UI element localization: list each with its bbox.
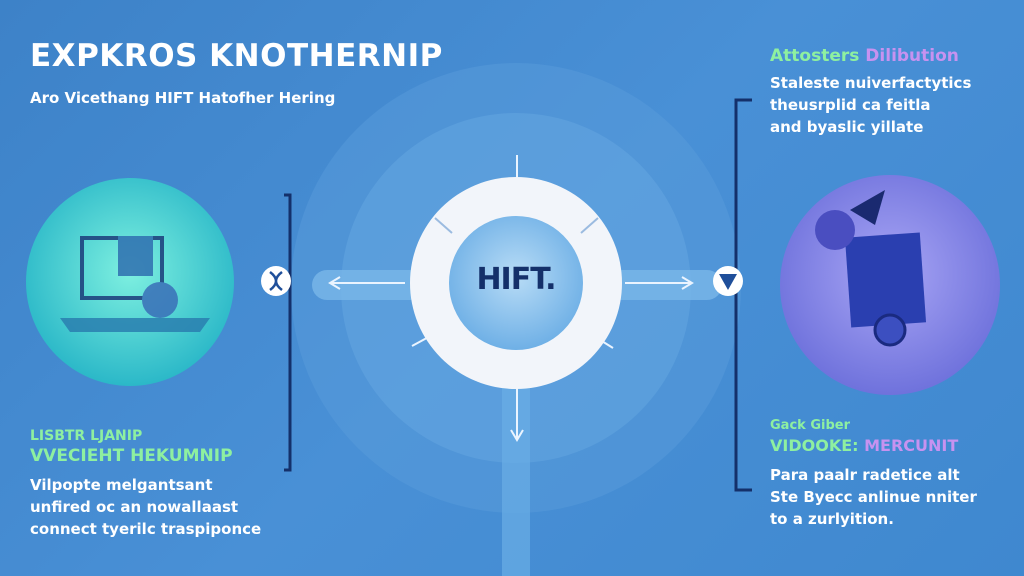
left-body-line: unfired oc an nowallaast: [30, 498, 239, 516]
hub-inner: [449, 216, 583, 350]
page-subtitle: Aro Vicethang HIFT Hatofher Hering: [30, 89, 336, 107]
right-top-label-purple: Dilibution: [865, 46, 959, 66]
right-bottom-label-1: Gack Giber: [770, 418, 850, 433]
right-bottom-body-line: to a zurlyition.: [770, 510, 894, 528]
right-top-label-green: Attosters: [770, 46, 860, 66]
dna-badge-icon: [261, 266, 291, 296]
right-top-body-line: and byaslic yillate: [770, 118, 924, 136]
left-panel: LISBTR LJANIP VVECIEHT HEKUMNIP Vilpopte…: [30, 426, 261, 540]
left-body-line: connect tyerilc traspiponce: [30, 520, 262, 538]
right-bottom-label-green: VIDOOKE:: [770, 436, 859, 455]
divider-lines: [284, 98, 752, 492]
left-label-1: LISBTR LJANIP: [30, 428, 143, 444]
left-illustration-circle: [26, 178, 234, 386]
right-top-body-line: Staleste nuiverfactytics: [770, 74, 972, 92]
right-bottom-label-purple: MERCUNIT: [864, 436, 959, 455]
right-bottom-panel: Gack Giber VIDOOKE: MERCUNIT Para paalr …: [770, 416, 977, 530]
left-body-line: Vilpopte melgantsant: [30, 476, 213, 494]
shield-badge-icon: [713, 266, 743, 296]
page-title: EXPKROS KNOTHERNIP: [30, 38, 443, 74]
left-label-2: VVECIEHT HEKUMNIP: [30, 446, 233, 466]
right-bottom-body-line: Ste Byecc anlinue nniter: [770, 488, 977, 506]
computer-illustration: [60, 236, 210, 332]
right-top-body-line: theusrplid ca feitla: [770, 96, 931, 114]
hub-label: HIFT.: [476, 262, 556, 297]
right-bottom-body-line: Para paalr radetice alt: [770, 466, 960, 484]
right-top-panel: Attosters Dilibution Staleste nuiverfact…: [770, 46, 971, 138]
document-illustration: [815, 190, 927, 347]
